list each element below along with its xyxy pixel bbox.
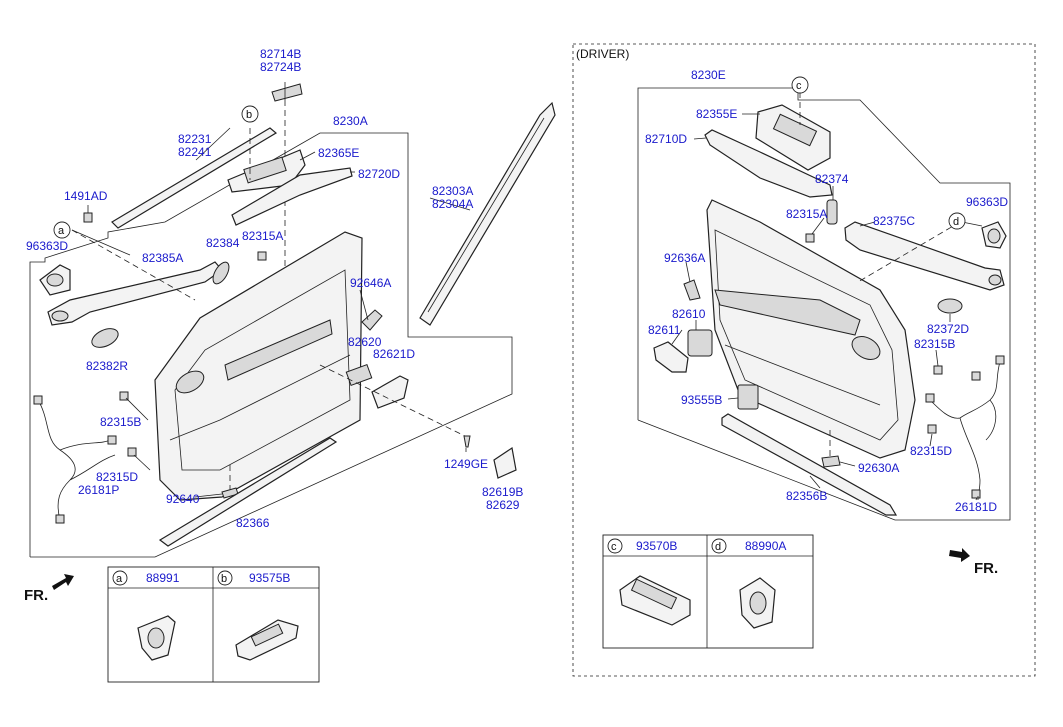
part-82714B bbox=[271, 83, 303, 102]
part-92636A bbox=[683, 279, 701, 301]
label-8230A: 8230A bbox=[333, 114, 368, 128]
legend-left: a 88991 b 93575B bbox=[107, 566, 320, 683]
part-82385A bbox=[47, 261, 223, 326]
left-assembly bbox=[29, 82, 556, 558]
label-96363D-right: 96363D bbox=[966, 195, 1008, 209]
label-82621D: 82621D bbox=[373, 347, 415, 361]
part-82356B bbox=[721, 413, 898, 516]
callout-d-right: d bbox=[948, 212, 966, 230]
part-82619B bbox=[493, 446, 517, 479]
label-82374: 82374 bbox=[815, 172, 849, 186]
label-82375C: 82375C bbox=[873, 214, 915, 228]
part-82372D bbox=[937, 298, 963, 314]
label-82714B: 82714B bbox=[260, 47, 301, 61]
label-82384: 82384 bbox=[206, 236, 240, 250]
label-82611: 82611 bbox=[648, 323, 681, 337]
svg-text:a: a bbox=[58, 225, 65, 237]
label-82304A: 82304A bbox=[432, 197, 473, 211]
legend-right: c 93570B d 88990A bbox=[602, 534, 814, 649]
part-26181P bbox=[37, 399, 116, 521]
legend-88991: 88991 bbox=[146, 571, 180, 585]
label-82315B-right: 82315B bbox=[914, 337, 955, 351]
callout-a-left: a bbox=[53, 221, 71, 239]
svg-text:b: b bbox=[221, 573, 227, 585]
legend-93570B: 93570B bbox=[636, 539, 677, 553]
right-labels: 8230E 82355E 82710D 82374 96363D 82315A … bbox=[645, 68, 1008, 514]
label-82315A-left: 82315A bbox=[242, 229, 283, 243]
svg-text:FR.: FR. bbox=[974, 560, 998, 577]
part-1491AD bbox=[83, 212, 93, 223]
svg-text:c: c bbox=[796, 80, 802, 92]
part-8230E bbox=[706, 199, 916, 459]
part-82621D bbox=[371, 375, 409, 409]
driver-section-title: (DRIVER) bbox=[576, 47, 629, 61]
part-93555B bbox=[737, 384, 759, 410]
label-82366: 82366 bbox=[236, 516, 270, 530]
svg-text:d: d bbox=[715, 541, 721, 553]
label-82372D: 82372D bbox=[927, 322, 969, 336]
label-1249GE: 1249GE bbox=[444, 457, 488, 471]
label-26181D: 26181D bbox=[955, 500, 997, 514]
label-82356B: 82356B bbox=[786, 489, 827, 503]
right-section: (DRIVER) bbox=[572, 43, 1036, 677]
svg-text:FR.: FR. bbox=[24, 587, 48, 604]
fr-indicator-left: FR. bbox=[24, 574, 74, 604]
label-82365E: 82365E bbox=[318, 146, 359, 160]
label-82382R: 82382R bbox=[86, 359, 128, 373]
part-26181D bbox=[929, 361, 1001, 501]
svg-text:a: a bbox=[116, 573, 123, 585]
fr-indicator-right: FR. bbox=[949, 548, 998, 577]
label-82724B: 82724B bbox=[260, 60, 301, 74]
part-82374 bbox=[826, 199, 838, 225]
part-92630A bbox=[821, 455, 841, 468]
label-82619B: 82619B bbox=[482, 485, 523, 499]
part-82375C bbox=[844, 221, 1005, 291]
label-82231: 82231 bbox=[178, 132, 212, 146]
part-82710D bbox=[704, 129, 833, 198]
part-82610 bbox=[687, 329, 713, 357]
part-82611 bbox=[653, 341, 689, 373]
svg-text:b: b bbox=[246, 109, 252, 121]
part-82720D bbox=[231, 167, 353, 226]
part-92646A bbox=[361, 309, 383, 331]
label-96363D-left: 96363D bbox=[26, 239, 68, 253]
part-82384 bbox=[212, 261, 230, 285]
label-82315D-left: 82315D bbox=[96, 470, 138, 484]
part-82382R bbox=[91, 328, 119, 348]
label-82710D: 82710D bbox=[645, 132, 687, 146]
label-8230E: 8230E bbox=[691, 68, 726, 82]
label-1491AD: 1491AD bbox=[64, 189, 108, 203]
left-labels: 82714B 82724B 82231 82241 8230A 82365E 8… bbox=[26, 47, 523, 530]
label-82303A: 82303A bbox=[432, 184, 473, 198]
label-92646A: 92646A bbox=[350, 276, 391, 290]
label-82241: 82241 bbox=[178, 145, 212, 159]
label-82315D-right: 82315D bbox=[910, 444, 952, 458]
label-92630A: 92630A bbox=[858, 461, 899, 475]
label-92636A: 92636A bbox=[664, 251, 705, 265]
label-82720D: 82720D bbox=[358, 167, 400, 181]
part-82231 bbox=[111, 127, 278, 229]
part-82366 bbox=[158, 437, 338, 547]
label-92640: 92640 bbox=[166, 492, 200, 506]
label-82620: 82620 bbox=[348, 335, 382, 349]
label-82385A: 82385A bbox=[142, 251, 183, 265]
legend-88990A: 88990A bbox=[745, 539, 786, 553]
svg-text:c: c bbox=[611, 541, 617, 553]
callout-b-left: b bbox=[241, 105, 259, 123]
callout-c-right: c bbox=[791, 76, 809, 94]
legend-93575B: 93575B bbox=[249, 571, 290, 585]
label-82355E: 82355E bbox=[696, 107, 737, 121]
svg-text:d: d bbox=[953, 216, 959, 228]
label-82315B-left: 82315B bbox=[100, 415, 141, 429]
label-82629: 82629 bbox=[486, 498, 520, 512]
label-93555B: 93555B bbox=[681, 393, 722, 407]
part-1249GE bbox=[463, 435, 471, 448]
label-82315A-right: 82315A bbox=[786, 207, 827, 221]
label-26181P: 26181P bbox=[78, 483, 119, 497]
label-82610: 82610 bbox=[672, 307, 706, 321]
